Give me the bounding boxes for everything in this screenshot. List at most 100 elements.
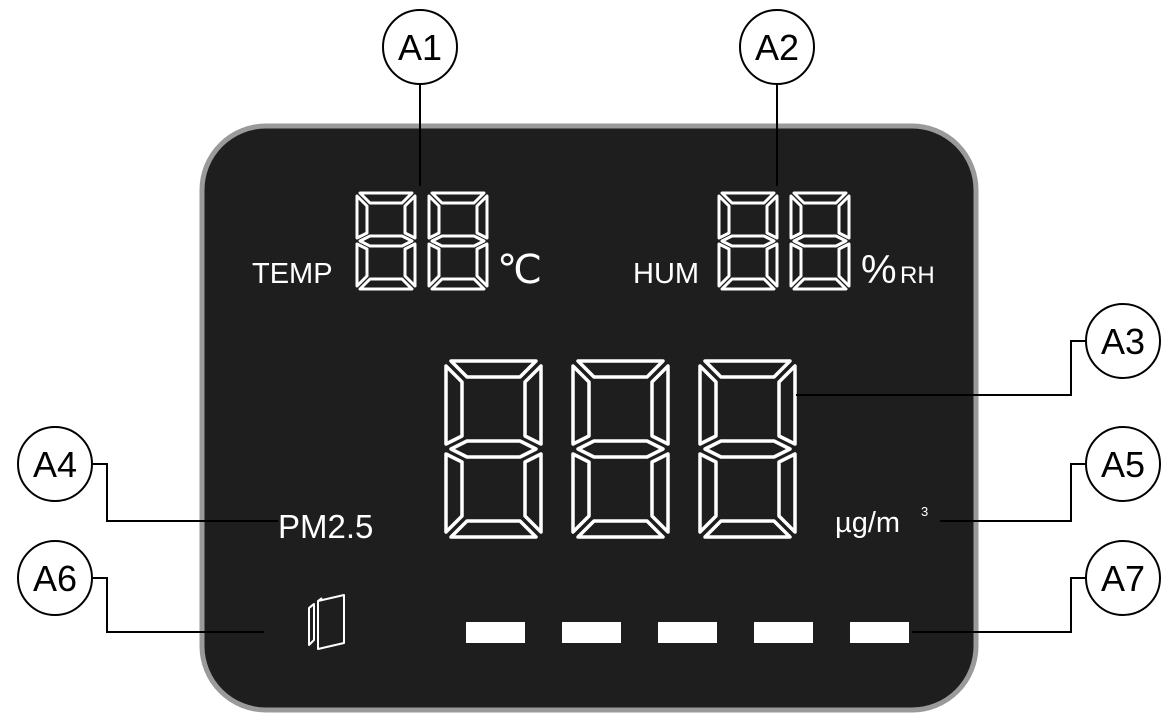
level-bar-2 — [562, 622, 621, 643]
segment-c — [403, 242, 417, 288]
segment-e — [444, 452, 464, 534]
filter-icon — [308, 594, 345, 650]
temp-unit: ℃ — [497, 248, 542, 292]
segment-a — [703, 359, 792, 379]
segment-b — [403, 194, 417, 240]
temp-digit-2 — [427, 191, 489, 291]
segment-e — [571, 452, 591, 534]
leader-a4 — [93, 463, 278, 522]
segment-g — [358, 234, 414, 248]
segment-a — [720, 191, 776, 205]
segment-b — [837, 194, 851, 240]
hum-digit-1 — [717, 191, 779, 291]
humidity-digits — [717, 191, 851, 291]
level-bar-5 — [850, 622, 909, 643]
leader-a5 — [940, 463, 1086, 522]
segment-c — [765, 242, 779, 288]
segment-f — [444, 364, 464, 446]
callout-a7: A7 — [1085, 540, 1161, 616]
callout-circle — [1085, 540, 1161, 616]
pm-label: PM2.5 — [278, 508, 373, 545]
pm-digit-3 — [698, 359, 797, 539]
segment-b — [523, 364, 543, 446]
segment-d — [576, 519, 665, 539]
pm-digit-1 — [444, 359, 543, 539]
callout-a6: A6 — [17, 540, 93, 616]
callout-circle — [739, 9, 815, 85]
hum-unit-percent: % — [861, 248, 897, 292]
segment-g — [720, 234, 776, 248]
segment-c — [523, 452, 543, 534]
leader-a7 — [912, 577, 1086, 633]
segment-f — [571, 364, 591, 446]
callout-a5: A5 — [1085, 426, 1161, 502]
segment-d — [449, 519, 538, 539]
hum-digit-2 — [789, 191, 851, 291]
callout-label: A5 — [1101, 444, 1145, 485]
leader-lines — [93, 84, 1086, 633]
segment-d — [430, 277, 486, 291]
segment-a — [430, 191, 486, 205]
segment-a — [358, 191, 414, 205]
segment-f — [789, 194, 803, 240]
level-bar-3 — [658, 622, 717, 643]
callout-label: A7 — [1101, 558, 1145, 599]
segment-e — [698, 452, 718, 534]
segment-g — [703, 439, 792, 459]
temp-label: TEMP — [252, 258, 333, 290]
air-quality-level-bars — [466, 622, 909, 643]
segment-a — [792, 191, 848, 205]
callout-label: A3 — [1101, 321, 1145, 362]
callout-label: A2 — [755, 27, 799, 68]
segment-e — [717, 242, 731, 288]
callout-a1: A1 — [382, 9, 458, 85]
segment-f — [355, 194, 369, 240]
segment-a — [449, 359, 538, 379]
segment-b — [777, 364, 797, 446]
callout-a2: A2 — [739, 9, 815, 85]
pm-unit-superscript: 3 — [921, 504, 928, 519]
segment-g — [449, 439, 538, 459]
callout-a3: A3 — [1085, 303, 1161, 379]
pm25-digits — [444, 359, 797, 539]
callout-circle — [1085, 303, 1161, 379]
segment-g — [576, 439, 665, 459]
segment-e — [789, 242, 803, 288]
pm-unit: µg/m — [835, 507, 900, 539]
callout-circle — [17, 540, 93, 616]
hum-unit-rh: RH — [900, 262, 935, 289]
segment-c — [837, 242, 851, 288]
callout-circle — [382, 9, 458, 85]
segment-d — [720, 277, 776, 291]
temperature-digits — [355, 191, 489, 291]
segment-c — [475, 242, 489, 288]
temp-digit-1 — [355, 191, 417, 291]
segment-b — [765, 194, 779, 240]
segment-d — [358, 277, 414, 291]
level-bar-1 — [466, 622, 525, 643]
segment-e — [427, 242, 441, 288]
segment-g — [792, 234, 848, 248]
level-bar-4 — [754, 622, 813, 643]
callout-a4: A4 — [17, 426, 93, 502]
segment-f — [698, 364, 718, 446]
pm-digit-2 — [571, 359, 670, 539]
segment-f — [427, 194, 441, 240]
segment-e — [355, 242, 369, 288]
segment-c — [650, 452, 670, 534]
segment-d — [792, 277, 848, 291]
leader-a6 — [93, 577, 264, 633]
segment-c — [777, 452, 797, 534]
callout-circle — [1085, 426, 1161, 502]
segment-f — [717, 194, 731, 240]
callout-label: A6 — [33, 558, 77, 599]
callout-label: A4 — [33, 444, 77, 485]
callout-circle — [17, 426, 93, 502]
segment-d — [703, 519, 792, 539]
segment-a — [576, 359, 665, 379]
segment-b — [650, 364, 670, 446]
hum-label: HUM — [633, 258, 699, 290]
segment-g — [430, 234, 486, 248]
leader-a3 — [796, 340, 1086, 396]
